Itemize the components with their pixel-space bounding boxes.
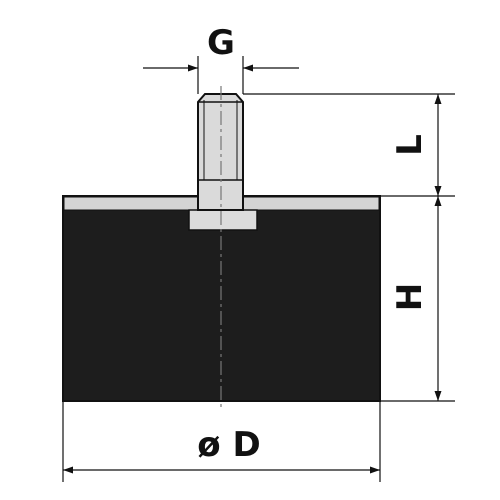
label-l: L — [390, 134, 430, 156]
dimension-d — [62, 401, 381, 482]
dimension-l — [243, 93, 455, 197]
dimension-h — [380, 196, 455, 402]
label-d: ø D — [197, 425, 260, 465]
embedded-nut — [188, 209, 258, 231]
label-g: G — [207, 23, 235, 63]
label-h: H — [390, 283, 430, 311]
dimension-g — [143, 56, 299, 94]
